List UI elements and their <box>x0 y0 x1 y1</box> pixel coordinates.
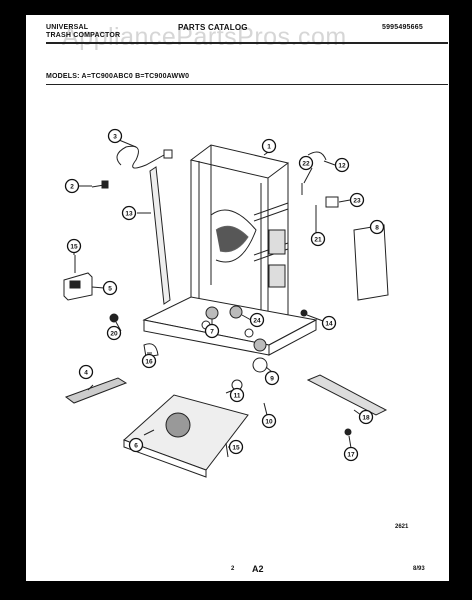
callout-circle <box>310 231 326 247</box>
callout-circle <box>343 446 359 462</box>
callout-circle <box>349 192 365 208</box>
callout-circle <box>321 315 337 331</box>
callout-8: 8 <box>369 219 385 235</box>
callout-circle <box>298 155 314 171</box>
callout-circle <box>334 157 350 173</box>
callout-circle <box>102 280 118 296</box>
callout-circle <box>261 138 277 154</box>
callout-circle <box>249 312 265 328</box>
date-code: 8/93 <box>413 566 425 572</box>
callout-circle <box>128 437 144 453</box>
callout-circle <box>141 353 157 369</box>
callout-number: 22 <box>302 160 310 167</box>
callout-circle <box>229 387 245 403</box>
callout-number: 6 <box>134 442 138 449</box>
callout-16: 16 <box>141 353 157 369</box>
models-line: MODELS: A=TC900ABC0 B=TC900AWW0 <box>46 73 190 80</box>
callout-4: 4 <box>78 364 94 380</box>
header-part-number: 5995495665 <box>382 24 423 31</box>
callout-13: 13 <box>121 205 137 221</box>
callout-6: 6 <box>128 437 144 453</box>
callout-circle <box>369 219 385 235</box>
callout-23: 23 <box>349 192 365 208</box>
callout-12: 12 <box>334 157 350 173</box>
callout-number: 10 <box>265 418 273 425</box>
callout-5: 5 <box>102 280 118 296</box>
models-rule <box>46 84 448 85</box>
callout-11: 11 <box>229 387 245 403</box>
callout-circle <box>66 238 82 254</box>
header-brand: UNIVERSAL <box>46 24 89 31</box>
callout-number: 24 <box>253 317 261 324</box>
callout-number: 13 <box>125 210 133 217</box>
callout-15: 15 <box>66 238 82 254</box>
callout-number: 9 <box>270 375 274 382</box>
callout-circle <box>121 205 137 221</box>
callout-circle <box>261 413 277 429</box>
callout-number: 14 <box>325 320 333 327</box>
callout-18: 18 <box>358 409 374 425</box>
callout-7: 7 <box>204 323 220 339</box>
callout-circle <box>264 370 280 386</box>
callout-14: 14 <box>321 315 337 331</box>
callout-number: 7 <box>210 328 214 335</box>
callout-17: 17 <box>343 446 359 462</box>
callout-1: 1 <box>261 138 277 154</box>
page-code: A2 <box>252 564 264 574</box>
callout-number: 4 <box>84 369 88 376</box>
callout-number: 8 <box>375 224 379 231</box>
callout-9: 9 <box>264 370 280 386</box>
callout-21: 21 <box>310 231 326 247</box>
callout-3: 3 <box>107 128 123 144</box>
callout-15: 15 <box>228 439 244 455</box>
callout-circle <box>358 409 374 425</box>
callout-circle <box>106 325 122 341</box>
page-small-number: 2 <box>231 566 235 572</box>
callout-2: 2 <box>64 178 80 194</box>
callout-22: 22 <box>298 155 314 171</box>
header-title: PARTS CATALOG <box>178 23 248 32</box>
callout-number: 12 <box>338 162 346 169</box>
figure-code: 2621 <box>395 524 409 530</box>
callout-10: 10 <box>261 413 277 429</box>
callout-circle <box>204 323 220 339</box>
header-rule <box>46 42 448 44</box>
callout-number: 5 <box>108 285 112 292</box>
callout-number: 18 <box>362 414 370 421</box>
callout-number: 1 <box>267 143 271 150</box>
callout-number: 2 <box>70 183 74 190</box>
callout-20: 20 <box>106 325 122 341</box>
callout-number: 23 <box>353 197 361 204</box>
callout-circle <box>78 364 94 380</box>
callout-number: 20 <box>110 330 118 337</box>
header-product: TRASH COMPACTOR <box>46 32 121 39</box>
callout-number: 21 <box>314 236 322 243</box>
callout-number: 3 <box>113 133 117 140</box>
callout-number: 15 <box>232 444 240 451</box>
callout-circle <box>228 439 244 455</box>
callout-24: 24 <box>249 312 265 328</box>
callout-circle <box>107 128 123 144</box>
callout-circle <box>64 178 80 194</box>
watermark: AppliancePartsPros.com <box>62 23 347 51</box>
callout-number: 15 <box>70 243 78 250</box>
callout-number: 11 <box>234 392 241 399</box>
callout-number: 17 <box>347 451 355 458</box>
callout-number: 16 <box>145 358 153 365</box>
parts-catalog-page: AppliancePartsPros.com UNIVERSAL TRASH C… <box>26 15 449 581</box>
